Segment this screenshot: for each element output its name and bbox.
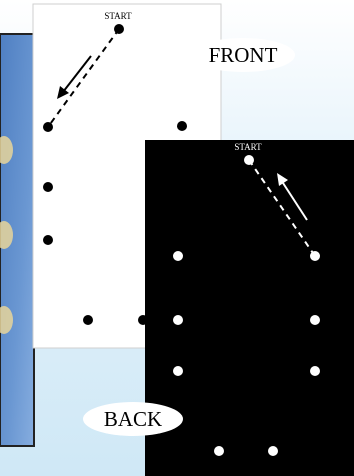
front-hole <box>43 182 53 192</box>
back-hole <box>268 446 278 456</box>
front-hole <box>83 315 93 325</box>
back-hole-start <box>244 155 254 165</box>
front-start-label: START <box>104 11 132 21</box>
back-start-label: START <box>234 142 262 152</box>
back-hole <box>173 366 183 376</box>
back-hole <box>310 315 320 325</box>
front-hole <box>43 122 53 132</box>
side-photo-panel <box>0 34 34 446</box>
front-title: FRONT <box>209 43 278 67</box>
back-hole <box>173 251 183 261</box>
back-hole <box>214 446 224 456</box>
front-hole-start <box>114 24 124 34</box>
front-hole <box>177 121 187 131</box>
back-hole <box>310 251 320 261</box>
back-hole <box>173 315 183 325</box>
front-hole <box>43 235 53 245</box>
back-title: BACK <box>104 407 162 431</box>
back-hole <box>310 366 320 376</box>
